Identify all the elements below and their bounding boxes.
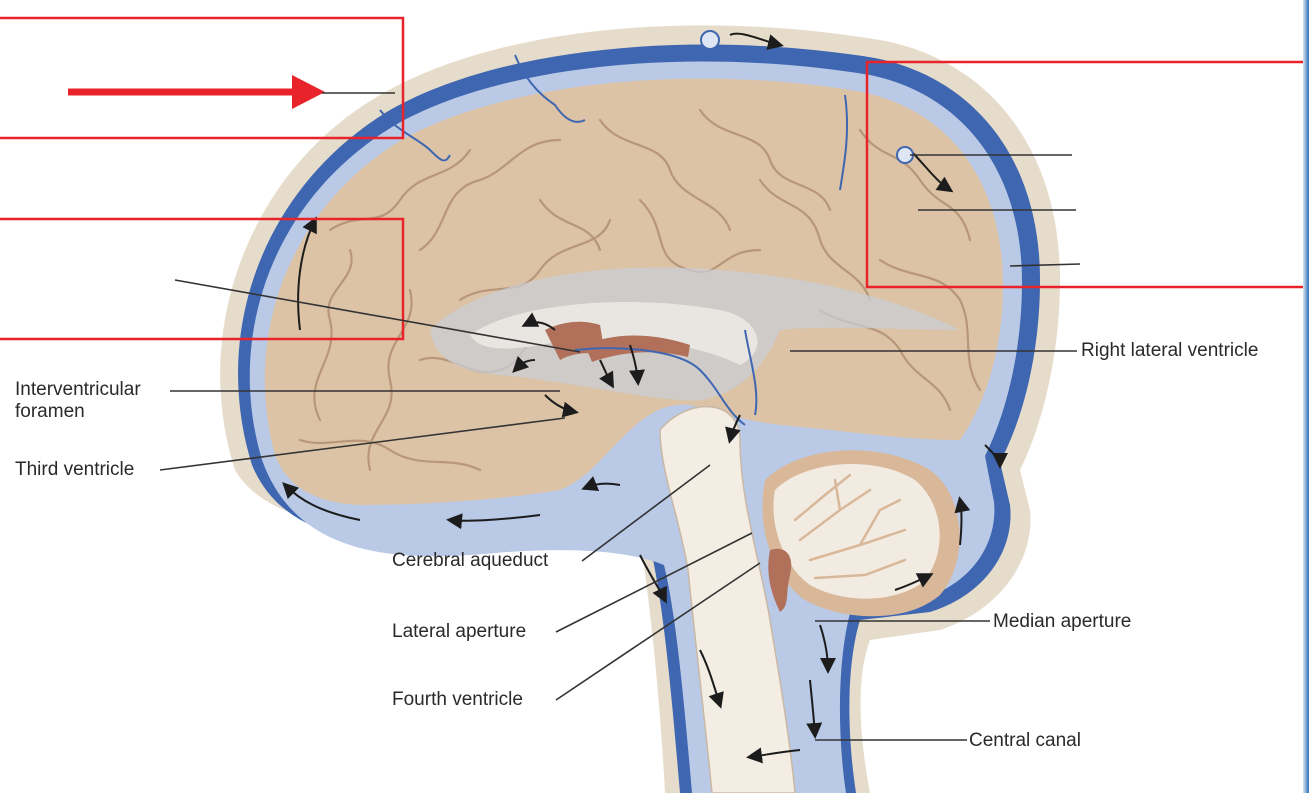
arachnoid-granulation-top (700, 30, 720, 50)
csf-flow-arrows (282, 32, 1008, 764)
window-edge-strip (1303, 0, 1309, 793)
label-central-canal: Central canal (969, 730, 1081, 751)
label-median-aperture: Median aperture (993, 611, 1132, 632)
red-pointer-arrowhead (292, 75, 325, 109)
answer-box-top-left (0, 16, 405, 140)
label-lateral-aperture: Lateral aperture (392, 621, 527, 642)
fourth-ventricle-choroid (768, 548, 792, 612)
arbor-vitae (793, 473, 907, 580)
label-interventricular-foramen-line2: foramen (15, 401, 85, 422)
veins (379, 54, 849, 426)
fornix (470, 302, 758, 365)
label-third-ventricle: Third ventricle (15, 459, 135, 480)
label-cerebral-aqueduct: Cerebral aqueduct (392, 550, 549, 571)
label-interventricular-foramen-line1: Interventricular (15, 379, 141, 400)
label-right-lateral-ventricle: Right lateral ventricle (1081, 340, 1259, 361)
cerebellum-arbor (773, 463, 940, 599)
label-fourth-ventricle: Fourth ventricle (392, 689, 523, 710)
leader-lines (159, 92, 1081, 741)
label-interventricular-foramen: Interventricular foramen (15, 379, 185, 423)
answer-box-middle-left (0, 217, 405, 341)
